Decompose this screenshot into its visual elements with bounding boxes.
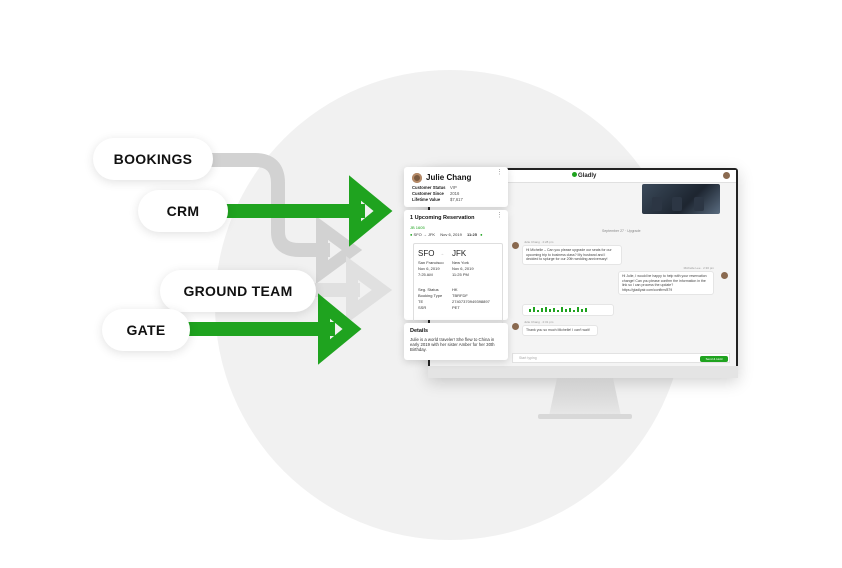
details-card[interactable]: Details Julie is a world traveler! She f… [404, 323, 508, 360]
voice-message-waveform[interactable] [522, 304, 614, 316]
monitor-stand [549, 378, 621, 416]
reservation-card[interactable]: 1 Upcoming Reservation ⋮ JB 1605 ● SFO →… [404, 210, 508, 327]
origin-date: Nov 6, 2019 [418, 266, 440, 271]
destination-time: 11:25 PM [452, 272, 469, 277]
crm-pill: CRM [138, 190, 228, 232]
destination-date: Nov 6, 2019 [452, 266, 474, 271]
bookings-arrowhead [316, 216, 363, 284]
message-meta: Michelle Lee · 2:30 pm [683, 266, 714, 270]
more-icon[interactable]: ⋮ [496, 212, 503, 219]
bookings-pill: BOOKINGS [93, 138, 213, 180]
destination-code: JFK [452, 249, 467, 258]
more-icon[interactable]: ⋮ [496, 169, 503, 176]
check-icon: ● [480, 232, 483, 237]
agent-message-avatar [721, 272, 728, 279]
agent-avatar[interactable] [723, 172, 730, 179]
conversation-divider: September 27 · Upgrade [602, 229, 641, 233]
reservation-summary[interactable]: ● SFO → JFK Nov 6, 2019 11:25 ● [410, 232, 483, 237]
gate-pill: GATE [102, 309, 190, 351]
origin-time: 7:25 AM [418, 272, 433, 277]
destination-city: New York [452, 260, 469, 265]
pnr-code: JB 1605 [410, 225, 425, 230]
customer-message: Thank you so much Michelle! I can't wait… [522, 325, 598, 336]
brand-logo: Gladly [572, 172, 596, 179]
arrow-right-icon: → [440, 251, 444, 256]
gate-arrowhead [318, 293, 362, 365]
details-title: Details [410, 328, 429, 334]
ground-team-arrowhead [346, 256, 393, 324]
status-dot-icon: ● [410, 232, 413, 237]
message-meta: Julie Chang · 2:28 pm [524, 240, 554, 244]
message-composer[interactable]: Start typing [512, 353, 730, 363]
agent-message: Hi Julie, I would be happy to help with … [618, 271, 714, 295]
monitor-chin [428, 366, 738, 378]
cabin-photo[interactable] [642, 184, 720, 214]
origin-city: San Francisco [418, 260, 444, 265]
customer-name: Julie Chang [426, 173, 472, 182]
details-text: Julie is a world traveler! She flew to C… [410, 337, 495, 353]
message-meta: Julie Chang · 2:31 pm [524, 320, 554, 324]
origin-code: SFO [418, 249, 435, 258]
customer-message: Hi Michelle – Can you please upgrade our… [522, 245, 622, 265]
crm-arrowhead [349, 175, 393, 247]
customer-avatar [512, 242, 519, 249]
customer-avatar [512, 323, 519, 330]
reservation-title: 1 Upcoming Reservation [410, 215, 475, 221]
ground-team-pill: GROUND TEAM [160, 270, 316, 312]
flight-segment-box: SFO → JFK San Francisco New York Nov 6, … [413, 243, 503, 327]
customer-field: Lifetime Value$7,617 [412, 197, 463, 202]
send-button[interactable]: Send & Hold [700, 356, 728, 362]
monitor-stand-base [538, 414, 632, 419]
customer-avatar [412, 173, 422, 183]
